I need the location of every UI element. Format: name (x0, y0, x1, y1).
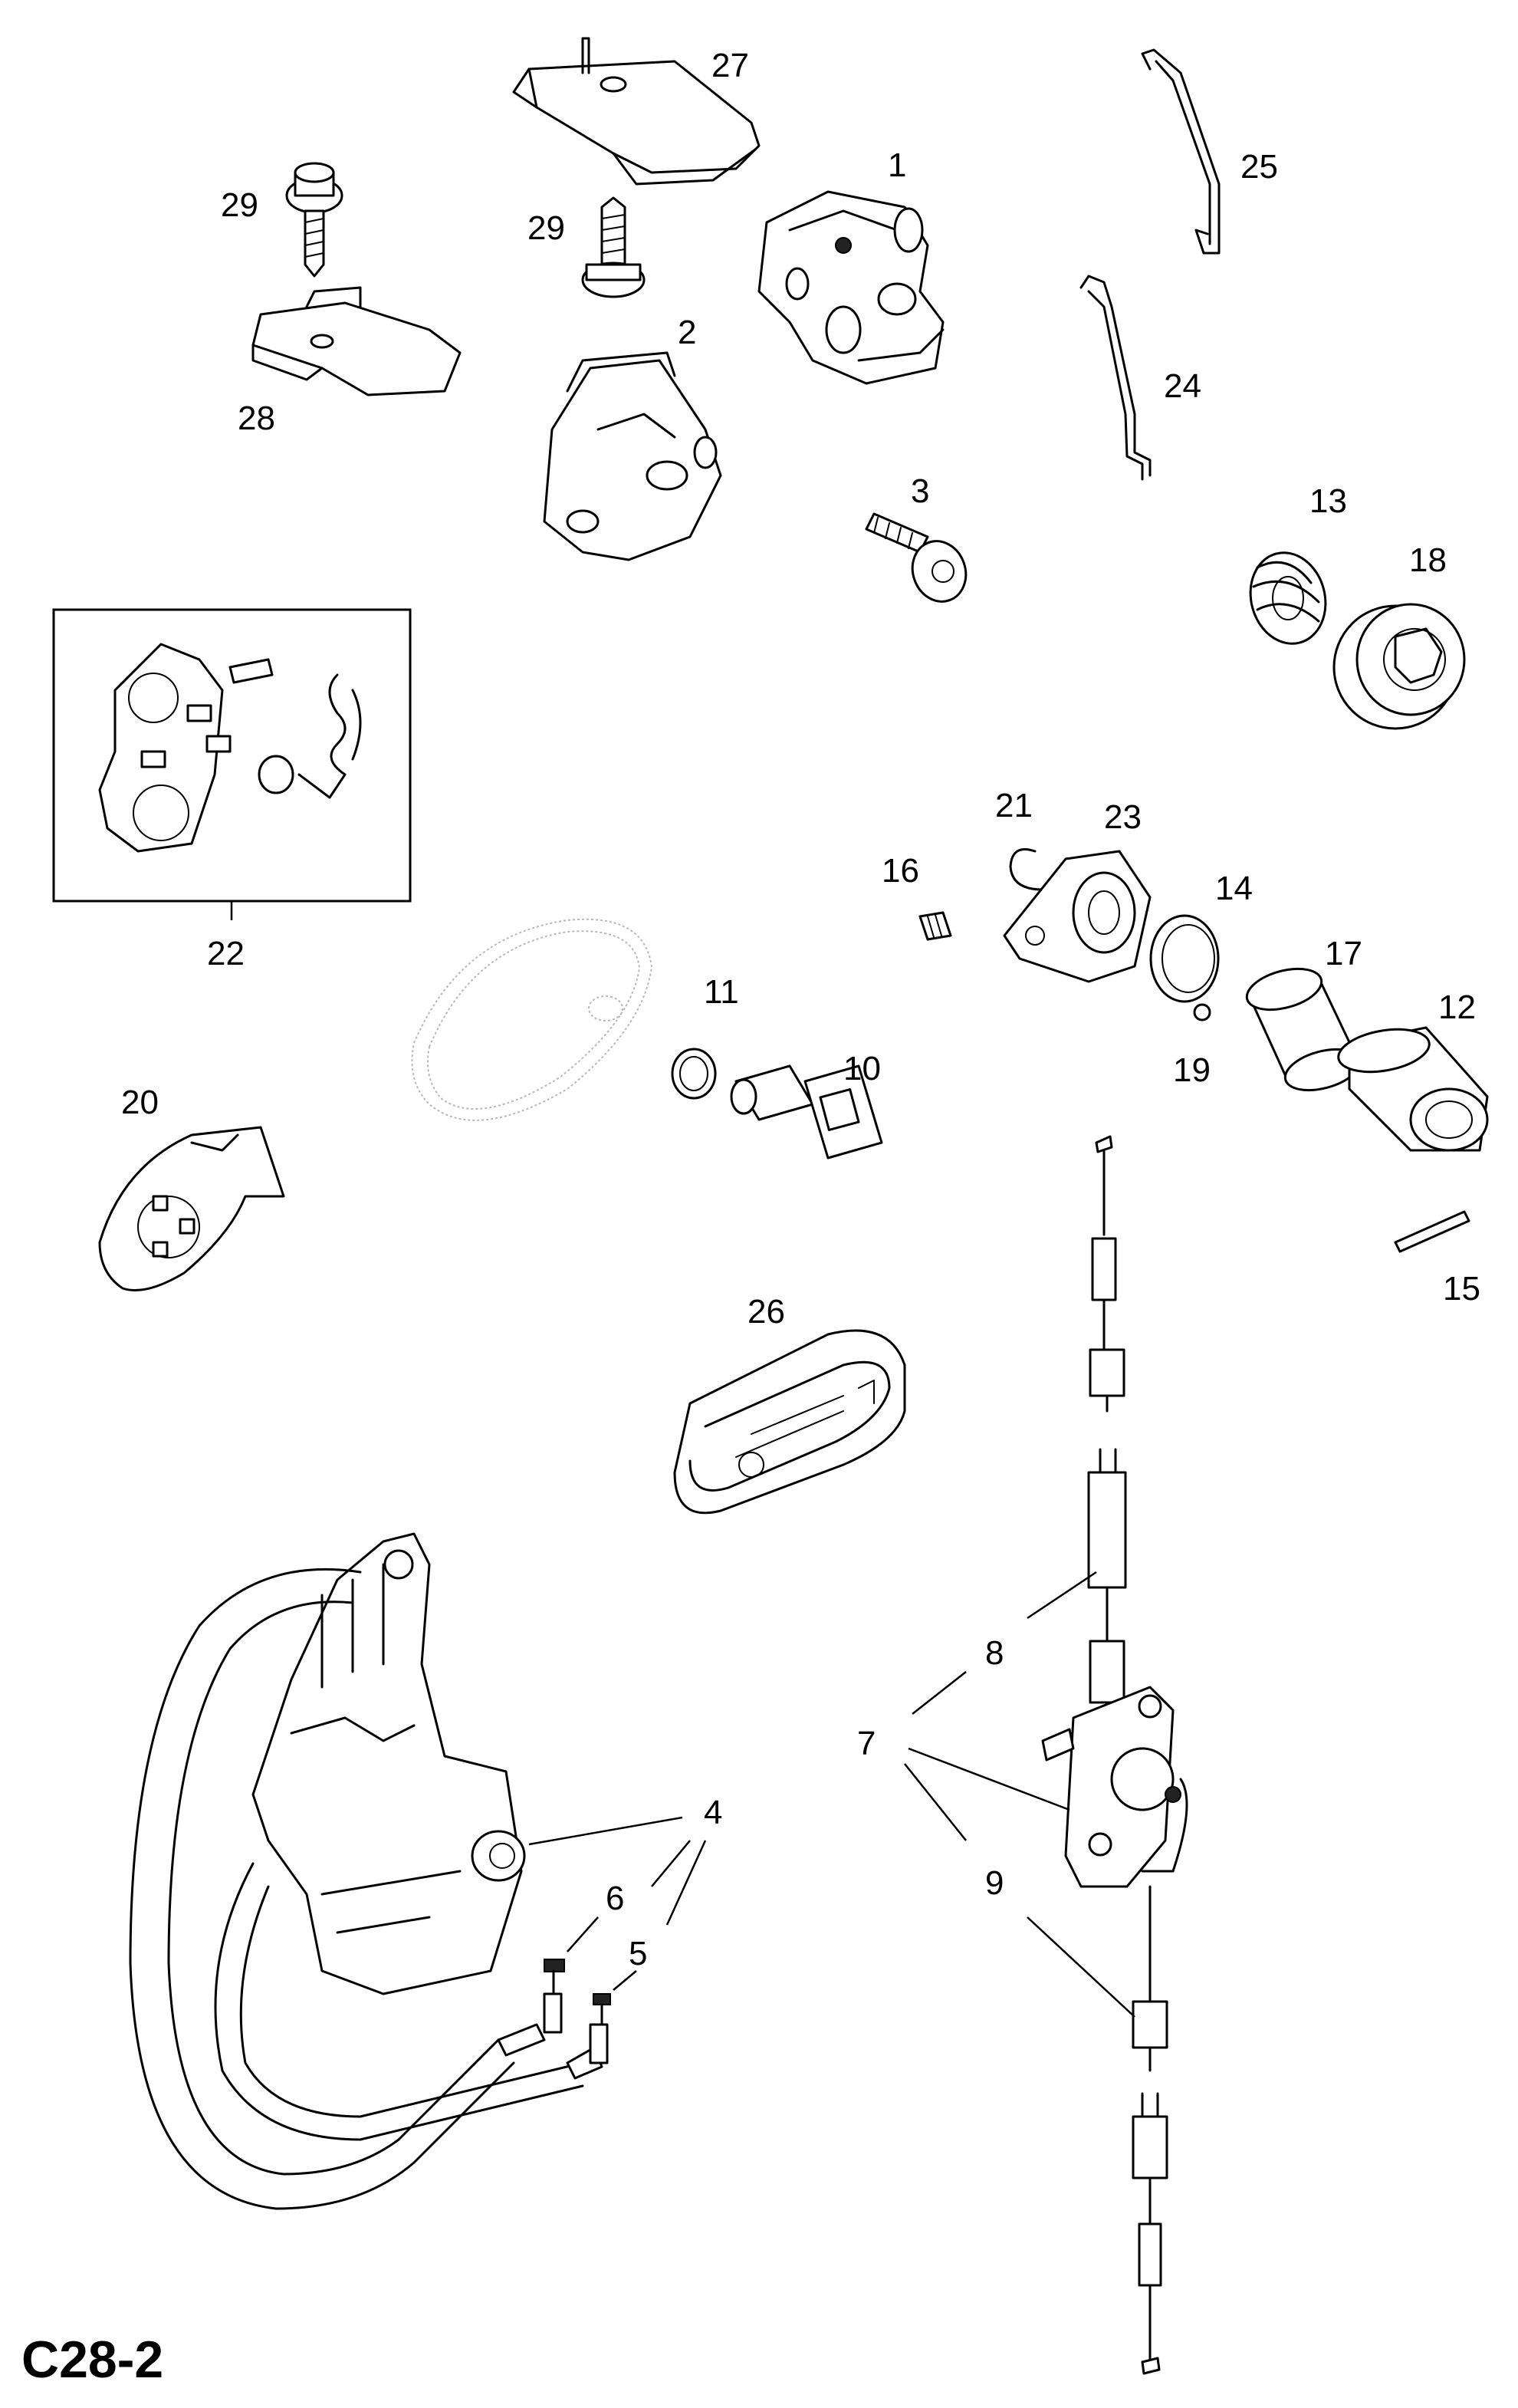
leader-4a (528, 1816, 683, 1846)
label-11: 11 (704, 973, 739, 1011)
part-21-clip (1009, 848, 1044, 891)
label-15: 15 (1443, 1270, 1480, 1308)
part-1-lock-housing (757, 190, 945, 385)
part-10-key-cylinder (730, 1064, 883, 1160)
label-22: 22 (207, 935, 245, 972)
label-19: 19 (1173, 1051, 1211, 1089)
label-9: 9 (985, 1864, 1004, 1902)
leader-4b (651, 1840, 691, 1887)
label-13: 13 (1309, 482, 1347, 520)
part-22-kit-box (52, 608, 412, 903)
label-7: 7 (857, 1725, 876, 1762)
label-17: 17 (1325, 935, 1362, 972)
part-3-screw (865, 512, 968, 603)
leader-7b (908, 1747, 1070, 1811)
part-29-screw-center (581, 196, 646, 298)
ghost-gasket-outline (411, 918, 653, 1121)
cable-outer-loop (129, 1568, 584, 2210)
label-29-left: 29 (221, 186, 258, 224)
label-3: 3 (911, 472, 929, 510)
part-7-rod-actuator (1041, 1686, 1188, 1888)
label-21: 21 (995, 787, 1033, 824)
label-10: 10 (843, 1050, 881, 1087)
part-5-cable-end (566, 1993, 611, 2080)
label-6: 6 (606, 1880, 624, 1917)
part-25-rod (1141, 48, 1221, 255)
label-29-center: 29 (527, 209, 565, 247)
leader-6 (567, 1916, 599, 1952)
part-26-gasket (673, 1329, 906, 1515)
label-4: 4 (704, 1794, 722, 1831)
part-23-flange (1003, 850, 1152, 983)
label-16: 16 (882, 852, 919, 890)
part-27-bracket (512, 37, 761, 186)
part-11-o-ring (671, 1048, 717, 1100)
label-26: 26 (748, 1293, 785, 1331)
part-12-barrel (1337, 1026, 1489, 1152)
leader-7c (904, 1763, 967, 1841)
diagram-code: C28-2 (21, 2331, 163, 2389)
label-8: 8 (985, 1634, 1004, 1672)
part-14-ring (1149, 914, 1220, 1003)
label-28: 28 (238, 400, 275, 437)
part-6-cable-end (497, 1959, 565, 2057)
part-16-pin (918, 911, 952, 941)
part-2-lock-plate (543, 351, 722, 561)
label-20: 20 (121, 1084, 159, 1121)
part-20-cam-plate (98, 1126, 285, 1291)
part-28-bracket (251, 286, 462, 396)
label-12: 12 (1438, 989, 1476, 1026)
leader-4c (665, 1840, 707, 1926)
rod-assembly-lower (1132, 1885, 1168, 2375)
part-24-rod (1079, 275, 1152, 481)
label-2: 2 (678, 314, 696, 351)
label-14: 14 (1215, 870, 1253, 907)
label-25: 25 (1240, 148, 1278, 186)
part-17-sleeve (1245, 967, 1362, 1092)
label-24: 24 (1164, 367, 1201, 405)
part-4-lock-assembly (251, 1532, 526, 1995)
label-1: 1 (888, 146, 906, 184)
leader-7a (912, 1671, 967, 1715)
part-18-cap (1332, 603, 1466, 730)
leader-8 (1027, 1571, 1097, 1620)
part-13-spring (1249, 551, 1327, 645)
part-29-screw-left (285, 162, 343, 278)
label-18: 18 (1409, 541, 1447, 579)
label-23: 23 (1104, 798, 1142, 836)
label-5: 5 (629, 1935, 647, 1972)
rod-assembly-upper (1087, 1135, 1127, 1704)
label-27: 27 (711, 47, 749, 84)
part-15-roll-pin (1394, 1210, 1470, 1253)
leader-5 (613, 1970, 637, 1991)
leader-9 (1027, 1916, 1135, 2018)
part-19-ball (1193, 1003, 1211, 1021)
